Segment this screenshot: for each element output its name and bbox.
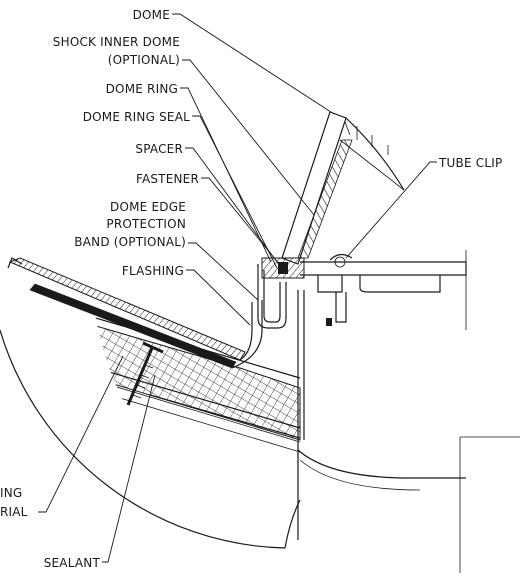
label-shock-inner-dome-1: SHOCK INNER DOME [53, 35, 180, 49]
label-dome: DOME [133, 8, 170, 22]
dome-ring-assembly [257, 257, 305, 329]
flashing-flange [7, 257, 263, 369]
fastener-screw [126, 341, 164, 406]
dome [281, 111, 405, 265]
label-dome-ring-seal: DOME RING SEAL [83, 110, 190, 124]
label-dome-edge-2: PROTECTION [106, 217, 186, 231]
label-flashing: FLASHING [122, 264, 184, 278]
label-dome-ring: DOME RING [106, 82, 178, 96]
detail-circle [0, 329, 286, 549]
label-sealant: SEALANT [44, 556, 101, 570]
label-fastener: FASTENER [136, 172, 199, 186]
label-roofing-2: RIAL [0, 505, 28, 519]
label-roofing-1: ING [0, 486, 22, 500]
label-spacer: SPACER [135, 142, 183, 156]
label-shock-inner-dome-2: (OPTIONAL) [108, 53, 180, 67]
label-dome-edge-3: BAND (OPTIONAL) [74, 235, 186, 249]
roof-deck [90, 289, 301, 453]
tube-clip-assembly [300, 253, 467, 326]
frame-line [459, 436, 520, 573]
label-tube-clip: TUBE CLIP [438, 156, 502, 170]
label-dome-edge-1: DOME EDGE [110, 200, 186, 214]
leader-lines [38, 13, 437, 563]
tube-curb [284, 290, 466, 549]
